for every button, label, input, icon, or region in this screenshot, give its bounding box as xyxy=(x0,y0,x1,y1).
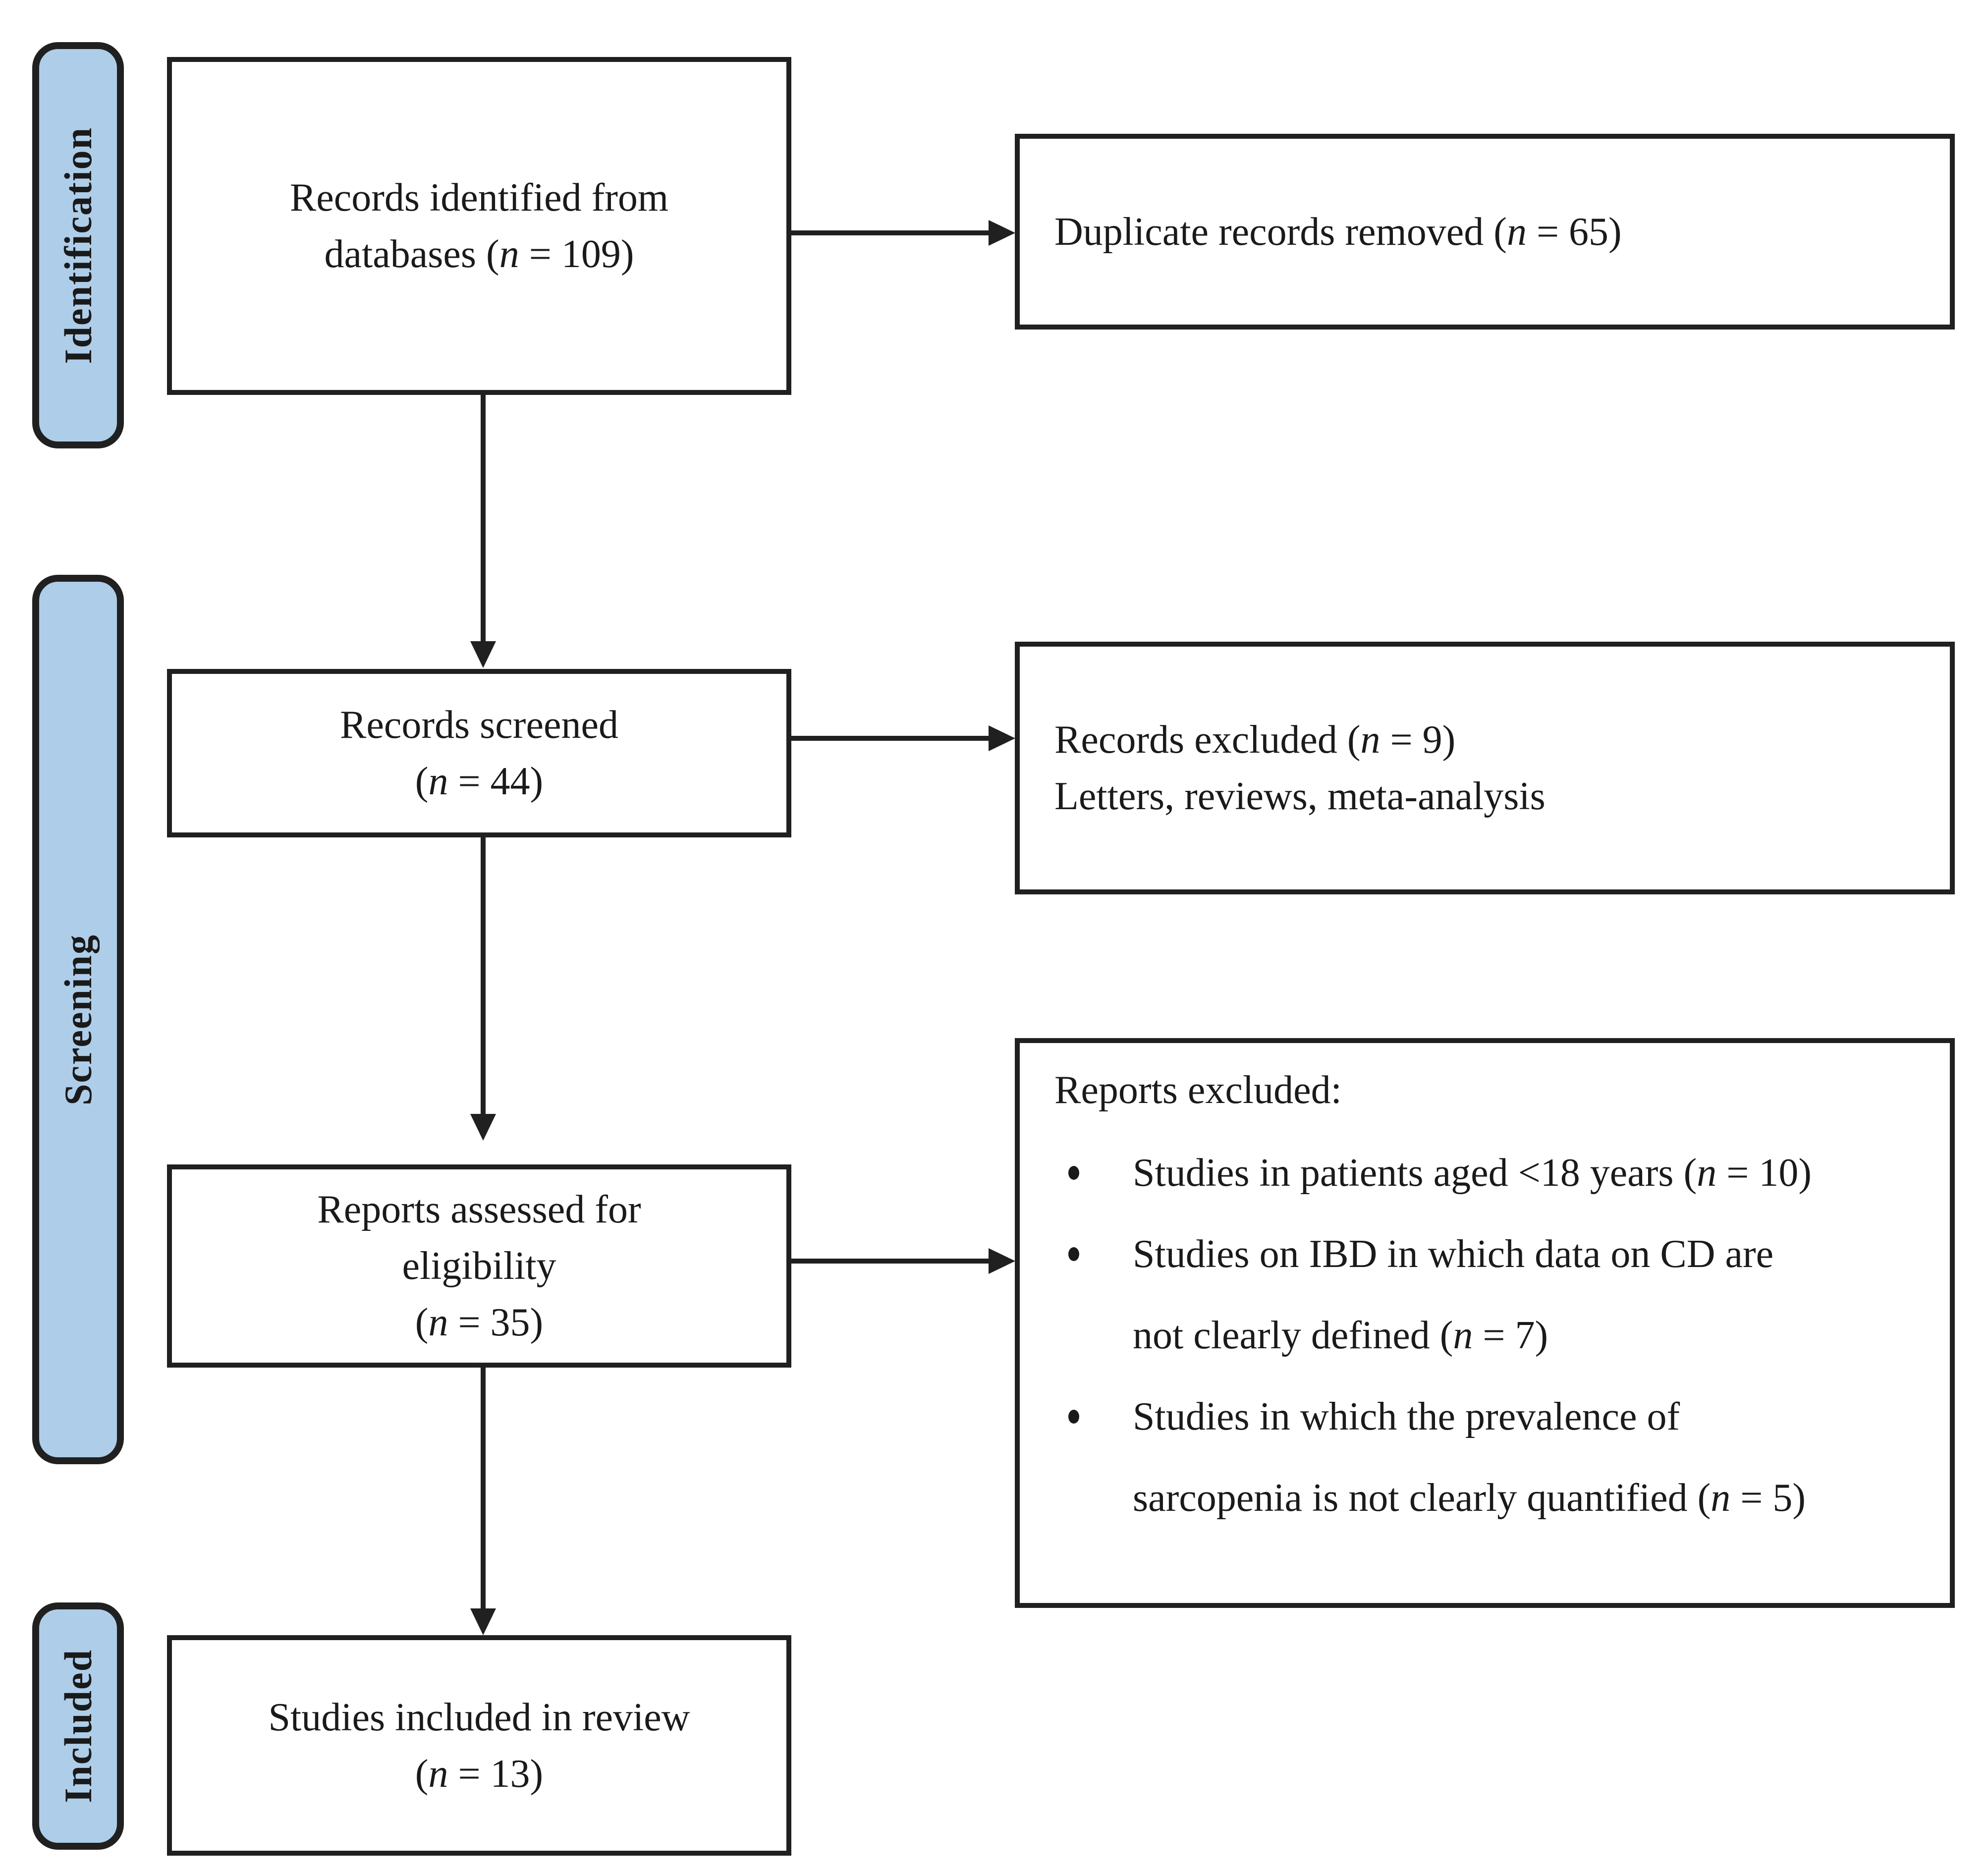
box-studies-included-line: Studies included in review xyxy=(268,1695,690,1739)
box-records-screened: Records screened (n = 44) xyxy=(167,669,791,837)
arrowhead-down-icon xyxy=(470,641,496,668)
arrow-assessed-to-excluded-line xyxy=(791,1259,990,1264)
box-duplicates-removed: Duplicate records removed (n = 65) xyxy=(1015,134,1955,330)
box-records-identified-line: Records identified from xyxy=(289,176,669,220)
excluded-reason-item: Studies in which the prevalence of sarco… xyxy=(1054,1376,1920,1539)
box-reports-assessed-line: eligibility xyxy=(402,1244,556,1288)
box-reports-assessed: Reports assessed for eligibility (n = 35… xyxy=(167,1164,791,1368)
arrow-identified-to-duplicates-line xyxy=(791,230,990,235)
arrowhead-right-icon xyxy=(989,220,1015,246)
stage-label-included-text: Included xyxy=(56,1649,100,1803)
box-records-screened-line: (n = 44) xyxy=(415,760,544,803)
excluded-reason-text: sarcopenia is not clearly quantified (n … xyxy=(1133,1476,1806,1520)
box-records-screened-line: Records screened xyxy=(340,703,618,747)
excluded-reason-item: Studies in patients aged <18 years (n = … xyxy=(1054,1132,1920,1213)
excluded-reason-text: Studies in which the prevalence of xyxy=(1133,1395,1680,1438)
box-reports-excluded: Reports excluded: Studies in patients ag… xyxy=(1015,1038,1955,1608)
excluded-reasons-list: Studies in patients aged <18 years (n = … xyxy=(1054,1132,1920,1539)
box-records-excluded: Records excluded (n = 9) Letters, review… xyxy=(1015,642,1955,894)
arrowhead-right-icon xyxy=(989,1248,1015,1274)
stage-label-screening: Screening xyxy=(32,575,124,1464)
arrow-assessed-to-included-line xyxy=(481,1368,486,1609)
excluded-reason-text: Studies on IBD in which data on CD are xyxy=(1133,1232,1774,1276)
stage-label-identification: Identification xyxy=(32,42,124,448)
stage-label-screening-text: Screening xyxy=(56,934,100,1105)
box-reports-excluded-title: Reports excluded: xyxy=(1054,1068,1342,1112)
stage-label-included: Included xyxy=(32,1602,124,1850)
box-reports-assessed-line: (n = 35) xyxy=(415,1301,544,1344)
arrowhead-right-icon xyxy=(989,725,1015,751)
excluded-reason-item: Studies on IBD in which data on CD are n… xyxy=(1054,1213,1920,1376)
box-studies-included-line: (n = 13) xyxy=(415,1752,544,1796)
excluded-reason-text: not clearly defined (n = 7) xyxy=(1133,1314,1548,1357)
box-records-identified: Records identified from databases (n = 1… xyxy=(167,57,791,395)
box-records-excluded-line: Records excluded (n = 9) xyxy=(1054,718,1456,762)
arrowhead-down-icon xyxy=(470,1608,496,1635)
arrowhead-down-icon xyxy=(470,1114,496,1141)
box-studies-included: Studies included in review (n = 13) xyxy=(167,1635,791,1856)
arrow-screened-to-excluded-line xyxy=(791,736,990,741)
arrow-identified-to-screened-line xyxy=(481,395,486,643)
box-duplicates-removed-line: Duplicate records removed (n = 65) xyxy=(1054,210,1622,254)
box-records-excluded-line: Letters, reviews, meta-analysis xyxy=(1054,774,1546,818)
arrow-screened-to-assessed-line xyxy=(481,837,486,1115)
stage-label-identification-text: Identification xyxy=(56,126,100,364)
box-reports-assessed-line: Reports assessed for xyxy=(317,1188,641,1231)
excluded-reason-text: Studies in patients aged <18 years (n = … xyxy=(1133,1151,1812,1195)
box-records-identified-line: databases (n = 109) xyxy=(324,232,634,276)
